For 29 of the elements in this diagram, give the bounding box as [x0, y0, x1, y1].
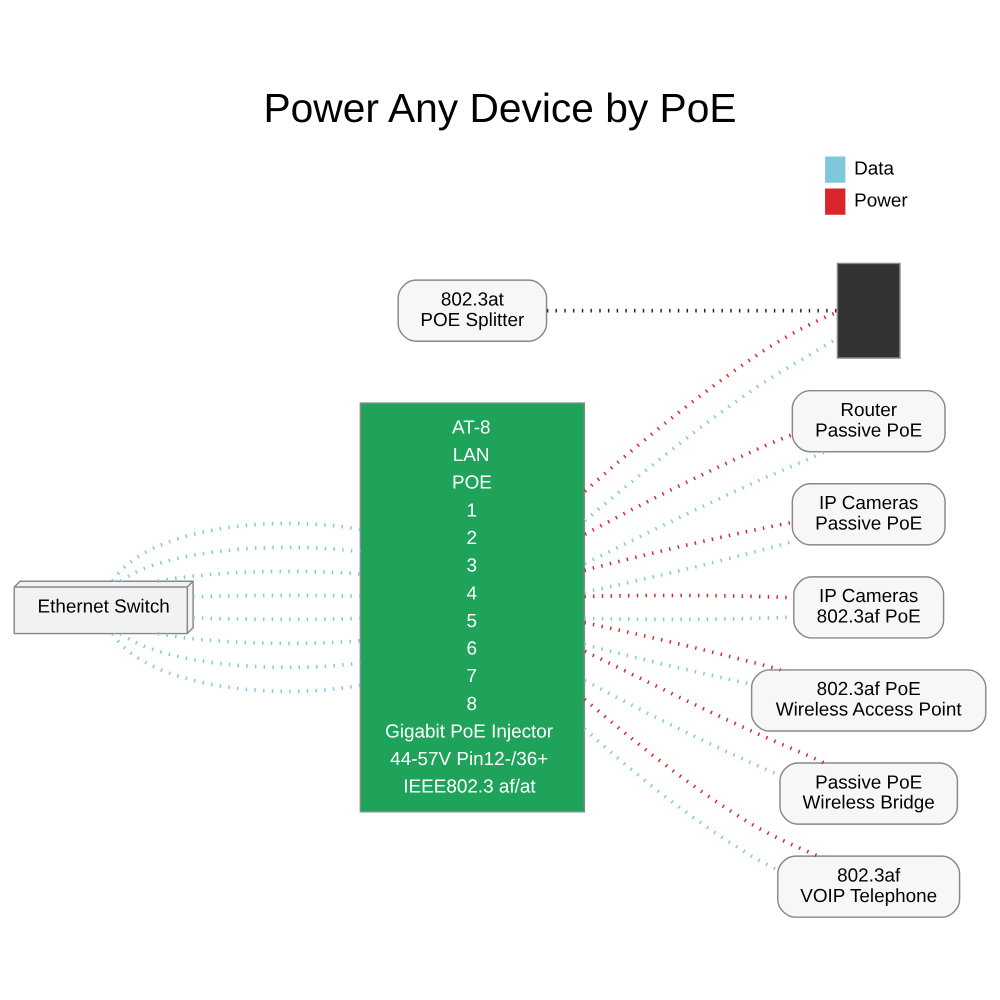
connector	[120, 545, 361, 582]
connector	[120, 632, 361, 669]
node-box: 802.3af VOIP Telephone	[777, 854, 960, 918]
connector	[584, 520, 793, 572]
connector	[583, 697, 819, 858]
connector	[584, 539, 793, 594]
diagram-title: Power Any Device by PoE	[263, 84, 737, 131]
connector	[193, 593, 360, 598]
connector	[158, 569, 360, 582]
legend-label: Data	[854, 158, 894, 180]
node-box: AT-8 LAN POE 1 2 3 4 5 6 7 8 Gigabit PoE Injector 44-57V Pin12-/36+ IEEE802.3 af/at	[360, 402, 586, 812]
node-box: IP Cameras 802.3af PoE	[793, 576, 944, 638]
connector	[111, 521, 360, 582]
node-box	[836, 262, 901, 358]
connector	[193, 616, 360, 621]
connector	[158, 631, 360, 645]
node-box: Router Passive PoE	[792, 389, 946, 452]
node-box: Passive PoE Wireless Bridge	[779, 762, 958, 824]
connector	[546, 308, 838, 312]
node-box: IP Cameras Passive PoE	[792, 482, 946, 546]
connector	[584, 620, 781, 672]
connector	[584, 432, 793, 536]
legend-label: Power	[854, 190, 908, 212]
connector	[584, 450, 825, 565]
node-box: 802.3af PoE Wireless Access Point	[750, 668, 986, 732]
node-box: 802.3at POE Splitter	[397, 278, 548, 342]
connector	[583, 726, 778, 871]
connector	[111, 632, 360, 693]
connector	[584, 649, 825, 764]
